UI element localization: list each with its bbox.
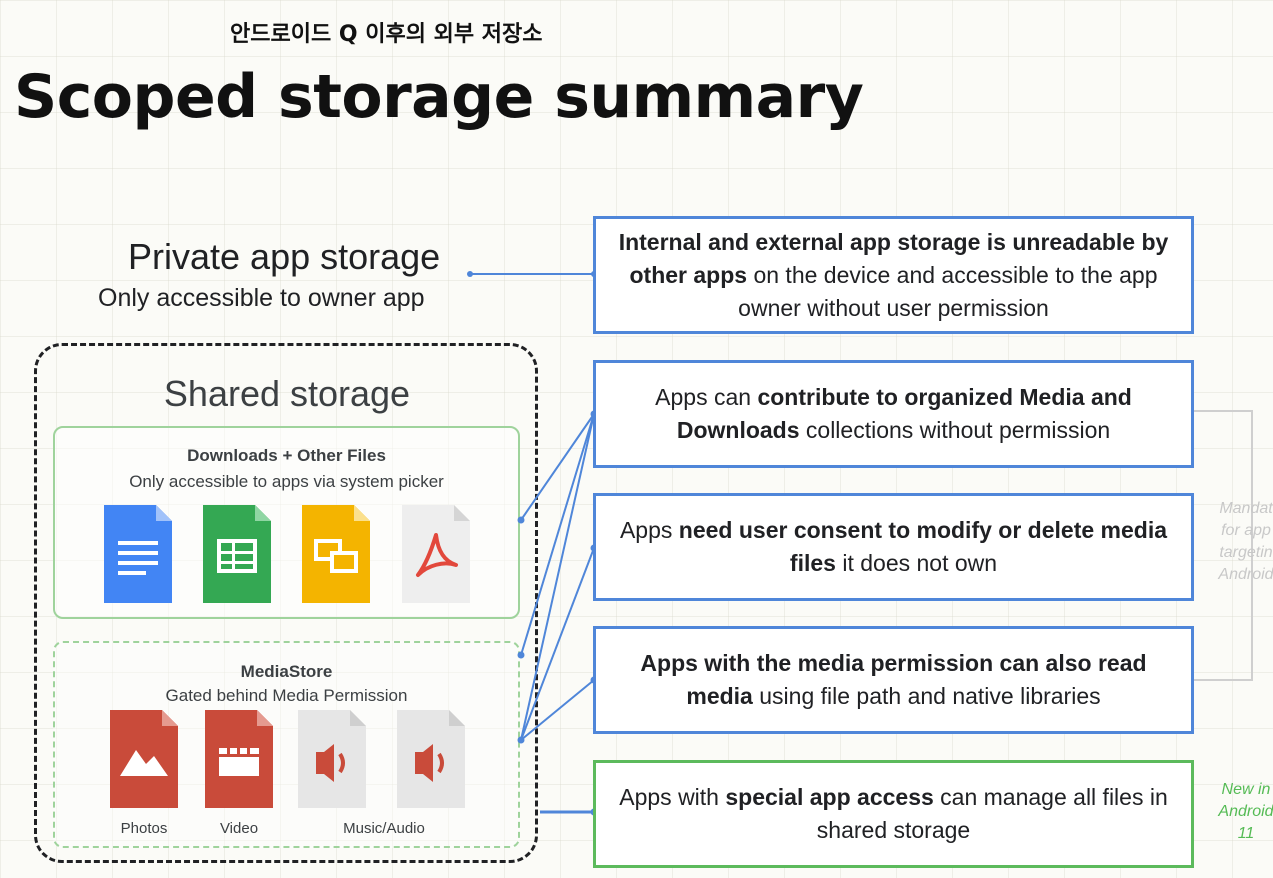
new-in-android-note: New in Android 11	[1218, 781, 1273, 842]
pdf-icon	[402, 505, 470, 603]
photos-label: Photos	[120, 820, 168, 837]
info-box-media-permission: Apps with the media permission can also …	[593, 626, 1194, 734]
mandatory-note: Mandat for app targetin Android	[1218, 500, 1273, 583]
video-label: Video	[219, 820, 259, 837]
audio-icon	[397, 710, 465, 808]
photos-icon	[110, 710, 178, 808]
slides-icon	[302, 505, 370, 603]
audio-label: Music/Audio	[343, 820, 425, 837]
sheets-icon	[203, 505, 271, 603]
audio-icon	[298, 710, 366, 808]
shared-storage-title: Shared storage	[163, 373, 411, 414]
info-box-consent: Apps need user consent to modify or dele…	[593, 493, 1194, 601]
mediastore-title: MediaStore	[240, 662, 333, 681]
slide-title: Scoped storage summary	[14, 62, 864, 132]
video-icon	[205, 710, 273, 808]
info-box-contribute: Apps can contribute to organized Media a…	[593, 360, 1194, 468]
downloads-subtitle: Only accessible to apps via system picke…	[129, 472, 444, 491]
docs-icon	[104, 505, 172, 603]
info-box-private: Internal and external app storage is unr…	[593, 216, 1194, 334]
private-storage-subtitle: Only accessible to owner app	[98, 284, 425, 312]
info-box-special-access: Apps with special app access can manage …	[593, 760, 1194, 868]
downloads-title: Downloads + Other Files	[187, 446, 386, 465]
private-storage-title: Private app storage	[128, 236, 441, 277]
korean-caption: 안드로이드 Q 이후의 외부 저장소	[230, 22, 543, 47]
mediastore-subtitle: Gated behind Media Permission	[165, 686, 408, 705]
